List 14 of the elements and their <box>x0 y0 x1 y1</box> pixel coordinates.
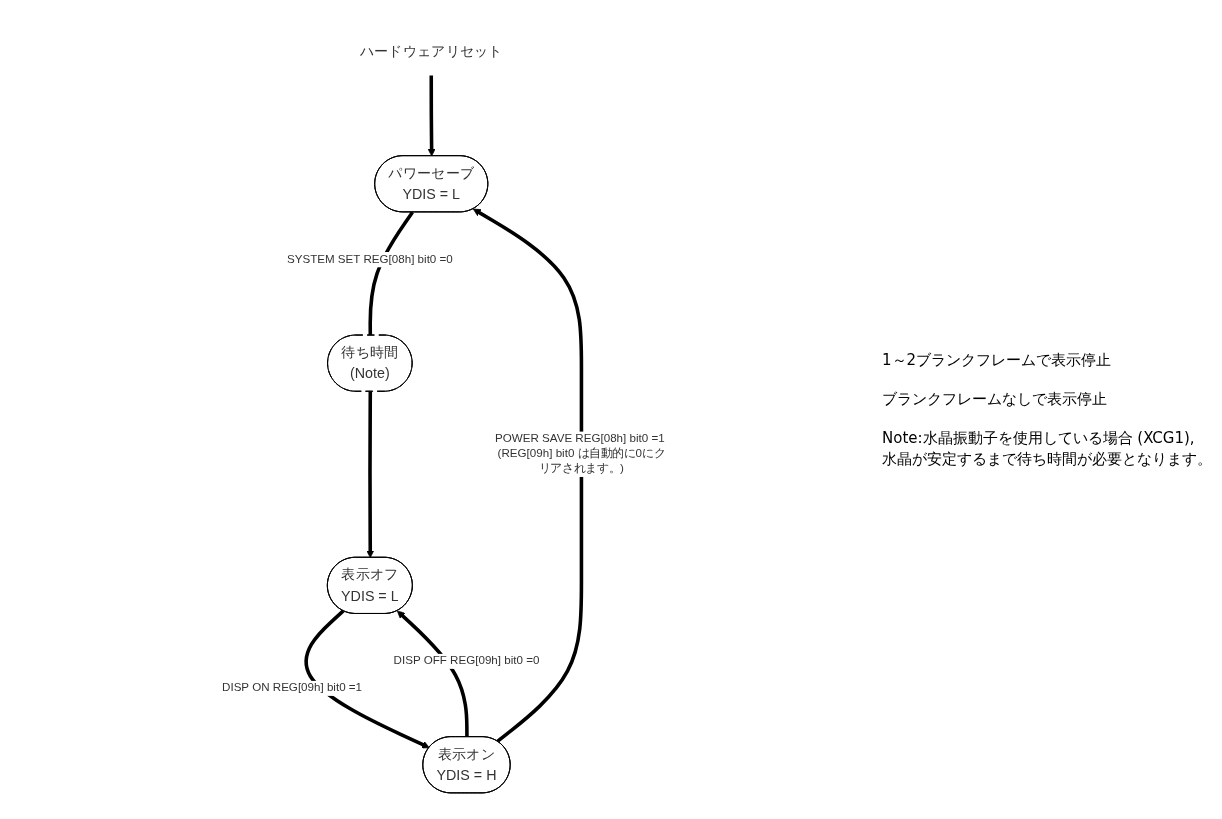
edge-label: DISP ON REG[09h] bit0 =1 <box>221 680 362 694</box>
note-text: Note:水晶振動子を使用している場合 (XCG1), 水晶が安定するまで待ち時間が必要となります。 <box>882 427 1212 470</box>
node-text: ハードウェアリセット <box>359 42 503 58</box>
arrow <box>427 74 436 156</box>
edge-label: SYSTEM SET REG[08h] bit0 =0 <box>286 251 453 265</box>
connector <box>368 210 414 335</box>
note-text: 1～2ブランクフレームで表示停止 <box>882 349 1113 371</box>
arrow <box>396 610 469 737</box>
arrow <box>366 391 374 558</box>
edge-label: DISP OFF REG[09h] bit0 =0 <box>393 653 540 667</box>
arrow <box>304 609 430 748</box>
arrow <box>472 208 583 743</box>
note-text: ブランクフレームなしで表示停止 <box>882 388 1108 410</box>
edge-label: POWER SAVE REG[08h] bit0 =1 (REG[09h] bit0 は自動的に0にクリアされます。) <box>494 430 665 475</box>
